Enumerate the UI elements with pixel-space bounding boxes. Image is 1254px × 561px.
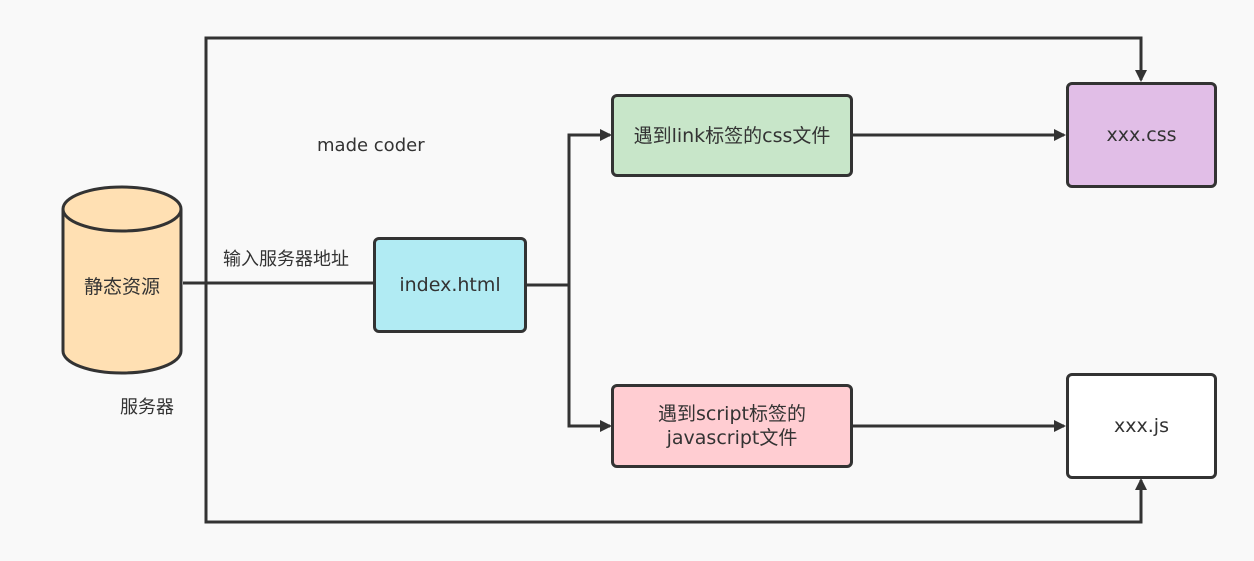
made-coder-text: made coder [317,135,425,156]
edge-index-to-script [567,285,612,432]
edge-loop-to-css [204,36,1147,283]
edge-index-to-link [567,129,612,285]
script-js-node: 遇到script标签的 javascript文件 [611,384,853,468]
script-js-label-line2: javascript文件 [666,427,798,449]
edge-loop-to-js [204,283,1147,524]
link-css-node: 遇到link标签的css文件 [611,94,853,177]
xxx-js-node: xxx.js [1066,373,1217,479]
script-js-label-line1: 遇到script标签的 [658,403,806,425]
xxx-css-label: xxx.css [1106,124,1177,146]
cylinder-label: 静态资源 [83,276,160,298]
xxx-js-label: xxx.js [1114,415,1169,437]
xxx-css-node: xxx.css [1066,82,1217,188]
index-html-label: index.html [399,274,501,296]
link-css-label: 遇到link标签的css文件 [633,124,831,147]
edge-label-input-address: 输入服务器地址 [223,249,349,270]
server-caption: 服务器 [120,397,174,418]
server-cylinder [61,185,183,375]
index-html-node: index.html [373,237,527,333]
